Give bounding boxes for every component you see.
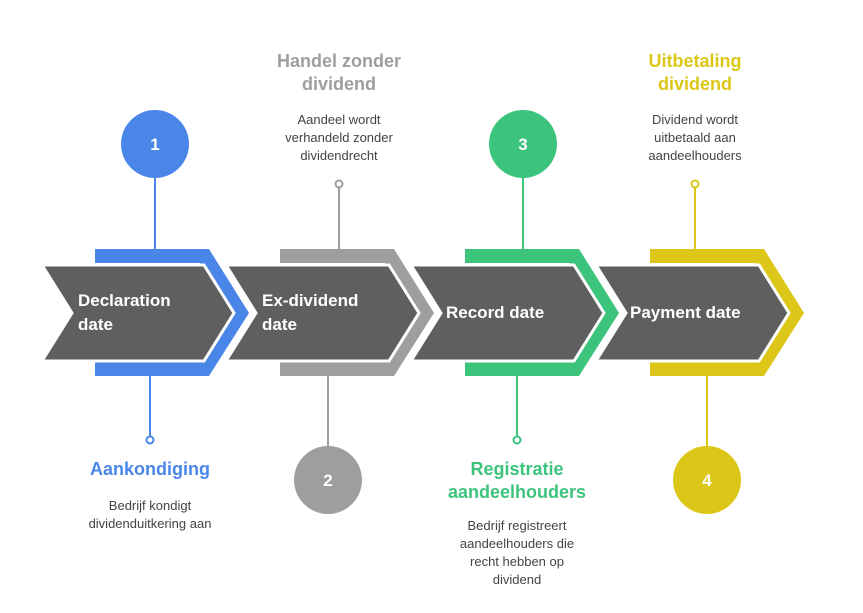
- step-3-label: Record date: [446, 301, 544, 325]
- step-3-accent-chevron: [465, 249, 619, 376]
- step-4-label-line1: Payment date: [630, 303, 741, 322]
- step-4-chevron: [593, 263, 791, 363]
- step-2-badge: [294, 446, 362, 514]
- step-4-badge: [673, 446, 741, 514]
- step-2-connector-dot: [334, 179, 344, 189]
- step-3-title: Registratie aandeelhouders: [447, 459, 587, 502]
- step-3-description: Bedrijf registreert aandeelhouders die r…: [459, 518, 575, 587]
- step-1-accent-chevron: [95, 249, 249, 376]
- step-1-label: Declaration date: [78, 289, 171, 337]
- step-1-badge: [121, 110, 189, 178]
- step-2-number: 2: [323, 471, 332, 490]
- step-1-label-line1: Declaration: [78, 291, 171, 310]
- step-2-description: Aandeel wordt verhandeld zonder dividend…: [285, 112, 393, 163]
- step-2-label-line1: Ex-dividend: [262, 291, 359, 310]
- step-4-accent-chevron: [650, 249, 804, 376]
- step-4-number: 4: [702, 471, 712, 490]
- step-1-title: Aankondiging: [90, 459, 210, 479]
- step-2-accent-chevron: [280, 249, 434, 376]
- step-3-label-line1: Record date: [446, 303, 545, 322]
- step-2-label: Ex-dividend date: [262, 289, 358, 337]
- step-3-badge: [489, 110, 557, 178]
- step-1-chevron: [39, 263, 236, 363]
- step-2-chevron: [223, 263, 421, 363]
- step-1-number: 1: [150, 135, 159, 154]
- step-4-title: Uitbetaling dividend: [648, 51, 742, 94]
- step-4-description: Dividend wordt uitbetaald aan aandeelhou…: [648, 112, 742, 163]
- step-1-description: Bedrijf kondigt dividenduitkering aan: [88, 498, 212, 531]
- step-3-number: 3: [518, 135, 527, 154]
- step-1-label-line2: date: [78, 315, 113, 334]
- step-3-connector-dot: [512, 435, 522, 445]
- step-2-label-line2: date: [262, 315, 297, 334]
- step-3-chevron: [408, 263, 606, 363]
- step-1-connector-dot: [145, 435, 155, 445]
- step-4-connector-dot: [690, 179, 700, 189]
- step-4-label: Payment date: [630, 301, 741, 325]
- step-2-title: Handel zonder dividend: [276, 51, 401, 94]
